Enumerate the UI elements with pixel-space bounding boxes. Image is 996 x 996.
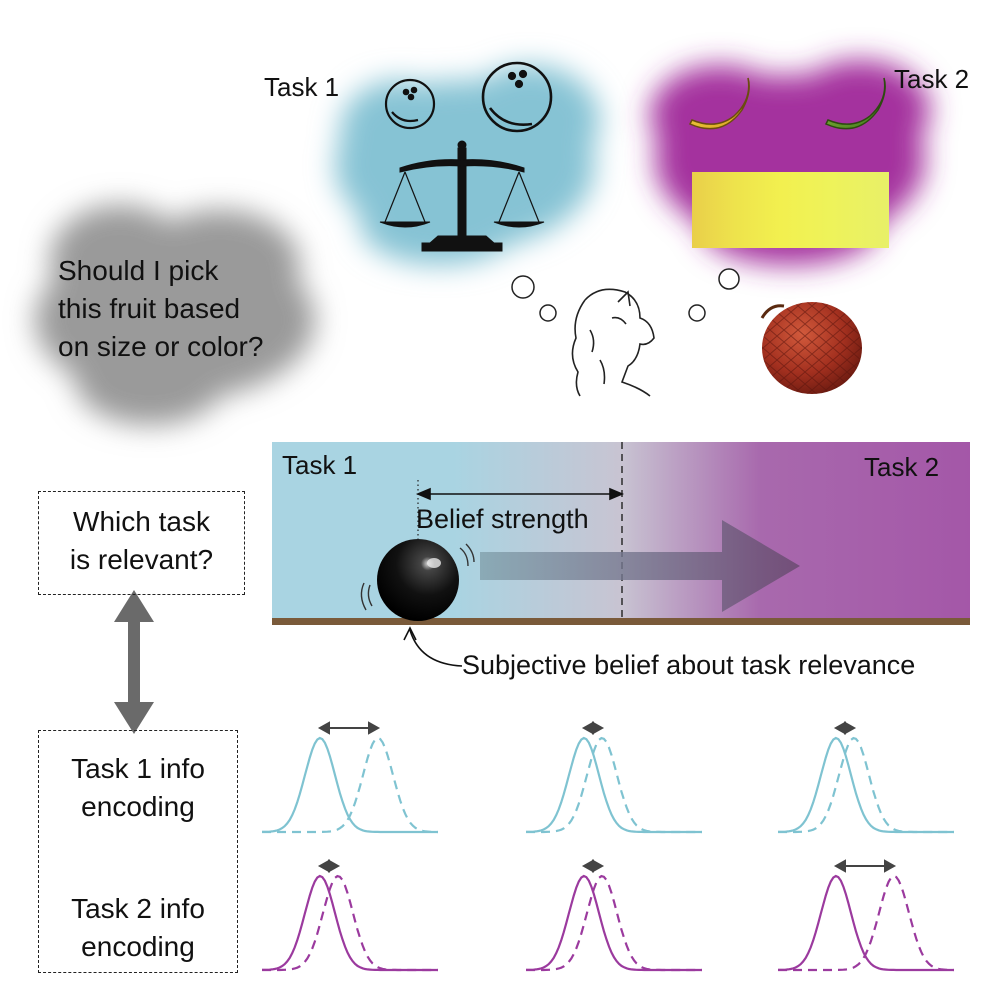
task2-encoding-panel [526, 859, 702, 972]
task2-encoding-text: Task 2 info encoding [71, 893, 205, 962]
task1-encoding-panel [526, 721, 702, 834]
task2-curve-dashed [778, 874, 955, 972]
balance-scale-icon [379, 140, 545, 252]
green-banana-icon [824, 77, 886, 130]
relevance-box [38, 491, 245, 595]
lychee-icon [760, 302, 862, 394]
yellow-banana-icon [688, 77, 750, 130]
task1-encoding-panel [778, 721, 954, 834]
task2-separation-arrow [581, 859, 605, 873]
task1-separation-arrow [581, 721, 605, 735]
color-strip [692, 172, 889, 248]
task2-separation-arrow [833, 859, 897, 873]
task1-curve-solid [526, 736, 702, 834]
task1-curve-dashed [778, 736, 954, 834]
small-coconut-icon [384, 78, 436, 130]
large-coconut-icon [481, 61, 553, 133]
question-text: Should I pick this fruit based on size o… [58, 255, 264, 362]
thought-bubbles [511, 268, 740, 322]
direction-arrow [480, 520, 800, 612]
encoding-curves [262, 721, 955, 972]
task1-curve-dashed [526, 736, 702, 834]
belief-bar [272, 442, 970, 625]
task2-curve-solid [778, 874, 954, 972]
task1-curve-solid [262, 736, 438, 834]
monkey-icon [571, 288, 655, 397]
caption-pointer [403, 626, 463, 667]
task2-curve-dashed [526, 874, 702, 972]
relevance-text: Which task is relevant? [69, 506, 214, 575]
question-cloud [35, 205, 315, 425]
belief-strength-arrow [415, 487, 625, 501]
belief-ball [360, 539, 475, 621]
task2-encoding-panel [778, 859, 955, 972]
encoding-box [38, 730, 238, 973]
task2-curve-dashed [262, 874, 438, 972]
task2-cloud-label: Task 2 [894, 64, 970, 94]
task2-curve-solid [526, 874, 702, 972]
task1-separation-arrow [833, 721, 857, 735]
task1-curve-solid [778, 736, 954, 834]
task2-curve-solid [262, 874, 438, 972]
task1-encoding-panel [262, 721, 439, 834]
task1-encoding-text: Task 1 info encoding [71, 753, 205, 822]
task1-separation-arrow [317, 721, 381, 735]
belief-caption: Subjective belief about task relevance [462, 650, 916, 680]
task2-encoding-panel [262, 859, 438, 972]
belief-bar-task1-label: Task 1 [282, 450, 358, 480]
belief-bar-task2-label: Task 2 [864, 452, 940, 482]
task2-separation-arrow [317, 859, 341, 873]
task1-curve-dashed [262, 736, 439, 834]
link-double-arrow [114, 590, 154, 734]
task1-cloud-label: Task 1 [264, 72, 340, 102]
belief-strength-label: Belief strength [416, 504, 589, 534]
